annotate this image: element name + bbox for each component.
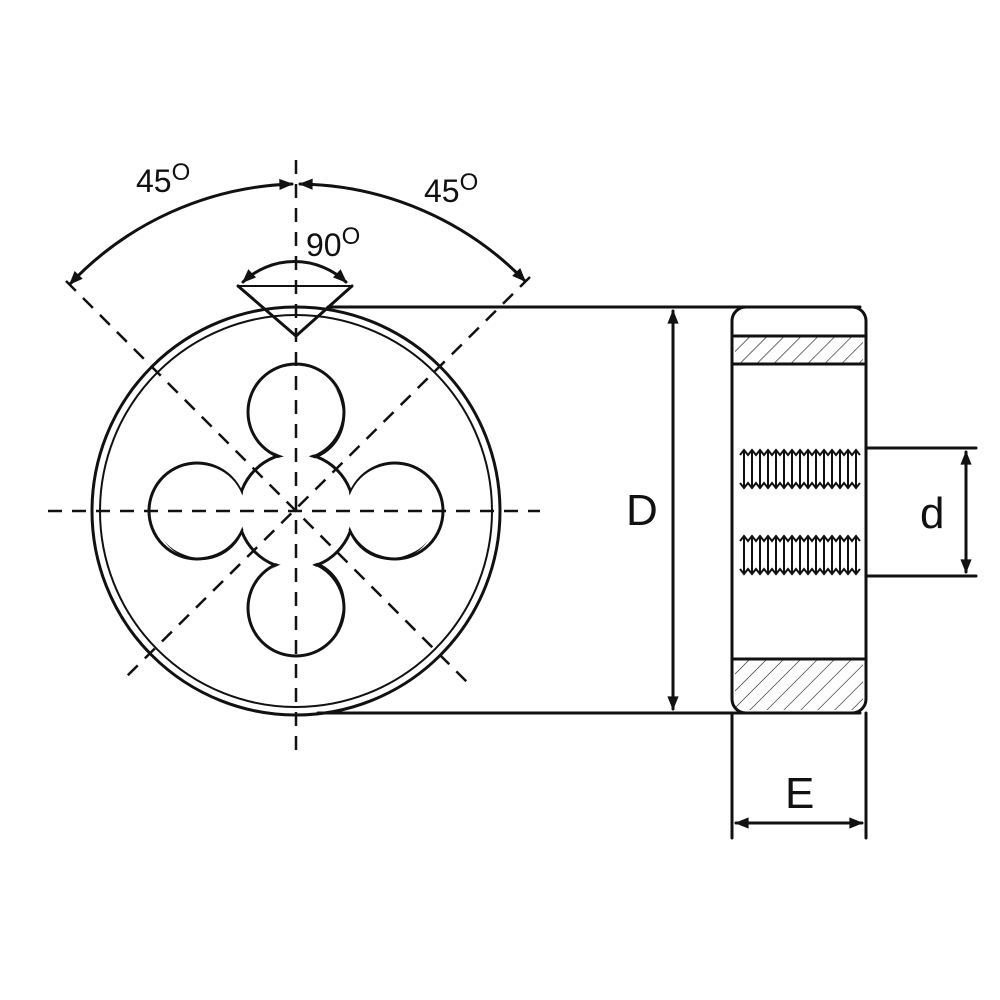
hatch-top bbox=[735, 336, 863, 364]
dimension-d-label: d bbox=[920, 489, 944, 538]
side-view bbox=[730, 305, 868, 715]
side-body bbox=[730, 305, 868, 715]
mask-bottom bbox=[250, 562, 342, 654]
angle-arc-center bbox=[241, 260, 348, 284]
dimension-D-label: D bbox=[626, 486, 658, 535]
front-view: 45O 45O 90O bbox=[48, 159, 540, 752]
dimension-E-label: E bbox=[785, 769, 814, 818]
angle-arc-right bbox=[298, 178, 527, 283]
hatch-bottom bbox=[735, 659, 863, 710]
angle-right-label: 45O bbox=[424, 169, 478, 209]
thread-bottom bbox=[739, 534, 861, 576]
angle-arc-left bbox=[68, 178, 294, 286]
angle-left-label: 45O bbox=[136, 159, 190, 199]
angle-center-label: 90O bbox=[306, 223, 360, 263]
thread-top bbox=[739, 448, 861, 490]
